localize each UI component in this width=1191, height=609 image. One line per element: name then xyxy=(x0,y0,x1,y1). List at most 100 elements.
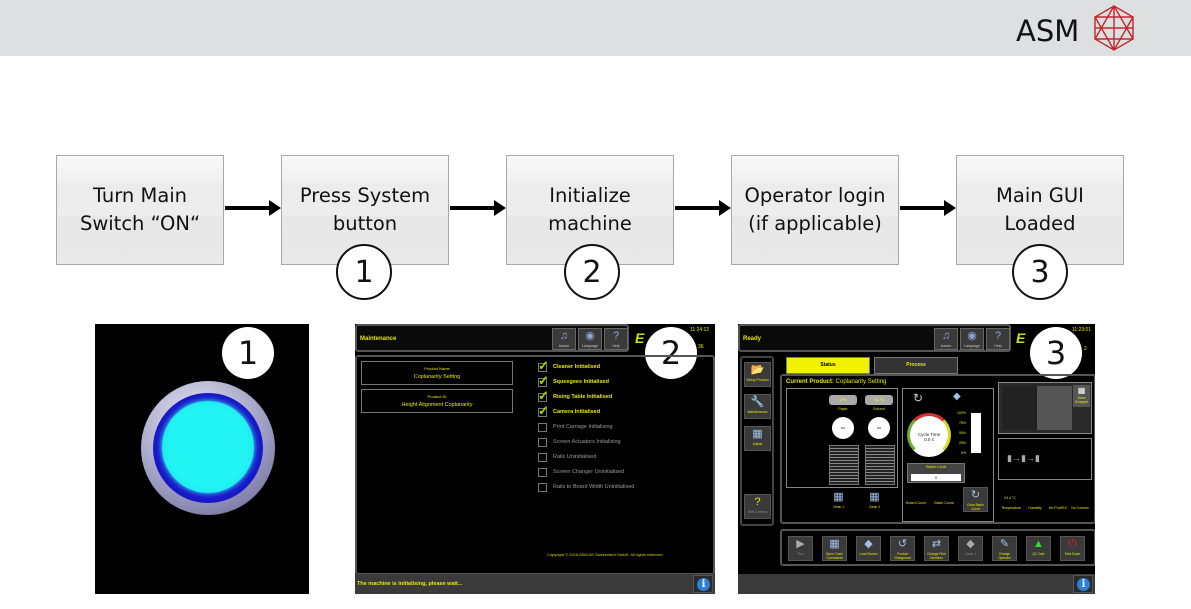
flow-step-label: Operator login (if applicable) xyxy=(744,184,886,235)
solvent-level: 41 % xyxy=(865,395,893,405)
globe-map-icon: ◉ xyxy=(967,330,977,342)
side-nav: 📂Setup Product 🔧Maintenance ▦Adjust ?HMI… xyxy=(740,356,774,526)
status-bar: i xyxy=(738,574,1095,594)
panel-badge-3: 3 xyxy=(1030,327,1082,379)
checklist-label: Cleaner Initialised xyxy=(553,364,601,370)
product-id-value: Height Alignment Coplanarity xyxy=(401,402,473,408)
checklist-item: Screen Actuators Initialising xyxy=(538,435,621,449)
checklist-item: Squeegees Initialised xyxy=(538,373,609,389)
cycle-time-value: 0.0 s xyxy=(924,437,934,442)
side-nav-setup-product[interactable]: 📂Setup Product xyxy=(744,362,771,387)
level-scale xyxy=(971,413,981,453)
show-enlarged-button[interactable]: ▦Show Enlarged xyxy=(1073,385,1090,407)
clock: 11:24:12 xyxy=(690,327,710,333)
button-label: Open Cover Commands xyxy=(825,552,844,560)
help-icon: ? xyxy=(612,330,620,342)
clean-2-button[interactable]: ▦Clean 2 xyxy=(862,490,887,515)
checklist-item: Cleaner Initialised xyxy=(538,358,601,374)
panel-badge-1: 1 xyxy=(222,327,274,379)
clean-icon: ▦ xyxy=(833,491,844,503)
paper-roll-icon xyxy=(829,445,859,485)
asm-logo-text: ASM xyxy=(1016,14,1080,48)
button-label: buzzer xyxy=(940,344,952,348)
language-button[interactable]: ◉Language xyxy=(960,328,984,350)
run-button[interactable]: ▶Run xyxy=(788,536,813,561)
checklist-item: Rising Table Initialised xyxy=(538,388,612,404)
info-button[interactable]: i xyxy=(1073,575,1093,593)
tab-status[interactable]: Status xyxy=(786,357,870,374)
button-label: Help xyxy=(994,344,1002,348)
clock-sub: 36 xyxy=(698,344,704,350)
button-label: Clean 1 xyxy=(965,552,976,556)
button-label: Run xyxy=(797,552,804,556)
temperature-value: 24.4 °C xyxy=(1004,496,1016,500)
buzzer-button[interactable]: ♫ buzzer xyxy=(934,328,958,350)
flow-step-label: Press System button xyxy=(299,184,431,235)
button-label: Product Changeover xyxy=(893,552,912,560)
batch-limit-label: Batch Limit xyxy=(926,464,946,469)
direction-icon: ⇄ xyxy=(931,538,942,550)
checklist-label: Screen Changer Uninitialised xyxy=(553,469,625,475)
flow-arrow xyxy=(900,200,956,216)
checkbox-empty-icon xyxy=(538,422,547,432)
screen-icon: ◆ xyxy=(864,538,873,550)
change-operator-button[interactable]: ✎Change Operator xyxy=(992,536,1017,561)
help-button[interactable]: ?Help xyxy=(986,328,1010,350)
product-name-box: Product Name Coplanarity Setting xyxy=(361,361,513,385)
info-button[interactable]: i xyxy=(693,575,713,593)
buzzer-icon: ♫ xyxy=(559,330,569,342)
side-nav-hmi-comms[interactable]: ?HMI Comms xyxy=(744,494,771,519)
clean-icon: ◆ xyxy=(966,538,975,550)
clean-1-command-button[interactable]: ◆ Clean 1 xyxy=(958,536,983,561)
info-icon: i xyxy=(697,578,710,591)
prodex-status: No ProDEX xyxy=(1048,506,1068,510)
product-id-box: Product ID Height Alignment Coplanarity xyxy=(361,389,513,413)
button-label: Clear Batch Count xyxy=(967,503,984,511)
batch-limit-input[interactable]: 0 xyxy=(911,474,961,481)
folder-icon: 📂 xyxy=(750,364,765,376)
qc-calc-button[interactable]: ▲QC Calc xyxy=(1026,536,1051,561)
batch-limit: Batch Limit 0 xyxy=(907,463,965,483)
shut-down-button[interactable]: ⏻Shut Down xyxy=(1060,536,1085,561)
product-name-label: Product Name xyxy=(424,366,450,371)
side-nav-adjust[interactable]: ▦Adjust xyxy=(744,426,771,451)
current-product-value: Coplanarity Setting xyxy=(835,379,887,385)
status-message: The machine is initialising, please wait… xyxy=(357,581,463,587)
clear-batch-count-button[interactable]: ↻Clear Batch Count xyxy=(963,487,988,512)
system-button[interactable] xyxy=(162,401,254,493)
clean-1-button[interactable]: ▦ Clean 1 xyxy=(826,490,851,515)
command-bar: ▶Run ▦Open Cover Commands ◆Load Screen ↺… xyxy=(780,529,1095,566)
flow-step-label: Main GUI Loaded xyxy=(996,184,1084,235)
batch-count: Batch Count xyxy=(934,501,954,505)
open-cover-commands-button[interactable]: ▦Open Cover Commands xyxy=(822,536,847,561)
load-screen-button[interactable]: ◆Load Screen xyxy=(856,536,881,561)
paper-level: 0 % xyxy=(829,395,857,405)
board-transport-box: ▮→▮→▮ xyxy=(998,438,1092,480)
help-button[interactable]: ? Help xyxy=(604,328,628,350)
machine-status: Ready xyxy=(743,336,762,342)
checkbox-checked-icon xyxy=(538,388,549,404)
checkbox-checked-icon xyxy=(538,358,549,374)
wrench-icon: 🔧 xyxy=(750,396,765,408)
buzzer-icon: ♫ xyxy=(941,330,951,342)
checklist-label: Squeegees Initialised xyxy=(553,379,609,385)
product-changeover-button[interactable]: ↺Product Changeover xyxy=(890,536,915,561)
current-product-label: Current Product: xyxy=(786,379,834,385)
checkbox-empty-icon xyxy=(538,482,547,492)
side-nav-maintenance[interactable]: 🔧Maintenance xyxy=(744,394,771,419)
header-bar xyxy=(0,0,1191,56)
buzzer-button[interactable]: ♫buzzer xyxy=(552,328,576,350)
init-screen-body: Product Name Coplanarity Setting Product… xyxy=(355,355,715,575)
button-label: Help xyxy=(612,344,620,348)
language-button[interactable]: ◉Language xyxy=(578,328,602,350)
checklist-label: Camera Initialised xyxy=(553,409,601,415)
checklist-label: Rails to Board Width Uninitialised xyxy=(553,484,635,490)
tab-process[interactable]: Process xyxy=(874,357,958,374)
clock: 11:23:01 xyxy=(1072,327,1092,333)
button-label: Clean 1 xyxy=(833,505,844,509)
change-print-direction-button[interactable]: ⇄Change Print Direction xyxy=(924,536,949,561)
copyright-text: Copyright © 2016 ASM AS Switzerland GmbH… xyxy=(547,552,664,557)
scale-label: 100% xyxy=(957,411,966,415)
grid-icon: ▦ xyxy=(1077,386,1086,395)
button-label: Show Enlarged xyxy=(1075,396,1088,404)
